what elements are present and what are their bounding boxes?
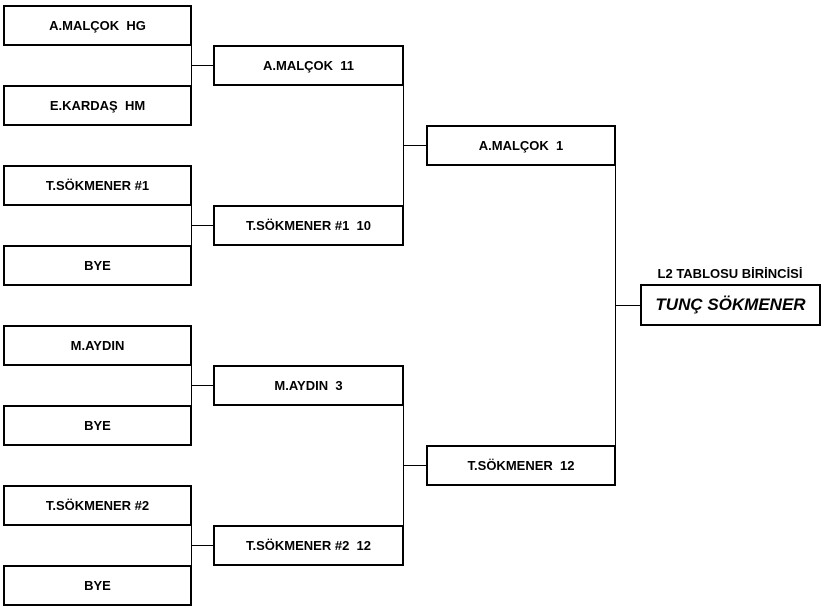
r3-entry-1: A.MALÇOK 1	[426, 125, 616, 166]
connector	[615, 305, 641, 306]
r2-entry-2: T.SÖKMENER #1 10	[213, 205, 404, 246]
r1-entry-7: T.SÖKMENER #2	[3, 485, 192, 526]
r1-entry-4: BYE	[3, 245, 192, 286]
r1-entry-8: BYE	[3, 565, 192, 606]
r2-entry-3: M.AYDIN 3	[213, 365, 404, 406]
r1-entry-5: M.AYDIN	[3, 325, 192, 366]
r1-entry-2: E.KARDAŞ HM	[3, 85, 192, 126]
connector	[403, 145, 427, 146]
connector	[191, 225, 214, 226]
winner-title: L2 TABLOSU BİRİNCİSİ	[657, 266, 803, 281]
r2-entry-4: T.SÖKMENER #2 12	[213, 525, 404, 566]
r1-entry-6: BYE	[3, 405, 192, 446]
connector	[191, 65, 214, 66]
r1-entry-3: T.SÖKMENER #1	[3, 165, 192, 206]
r1-entry-1: A.MALÇOK HG	[3, 5, 192, 46]
r2-entry-1: A.MALÇOK 11	[213, 45, 404, 86]
r3-entry-2: T.SÖKMENER 12	[426, 445, 616, 486]
connector	[191, 545, 214, 546]
winner-name: TUNÇ SÖKMENER	[640, 284, 821, 326]
connector	[403, 465, 427, 466]
connector	[191, 385, 214, 386]
